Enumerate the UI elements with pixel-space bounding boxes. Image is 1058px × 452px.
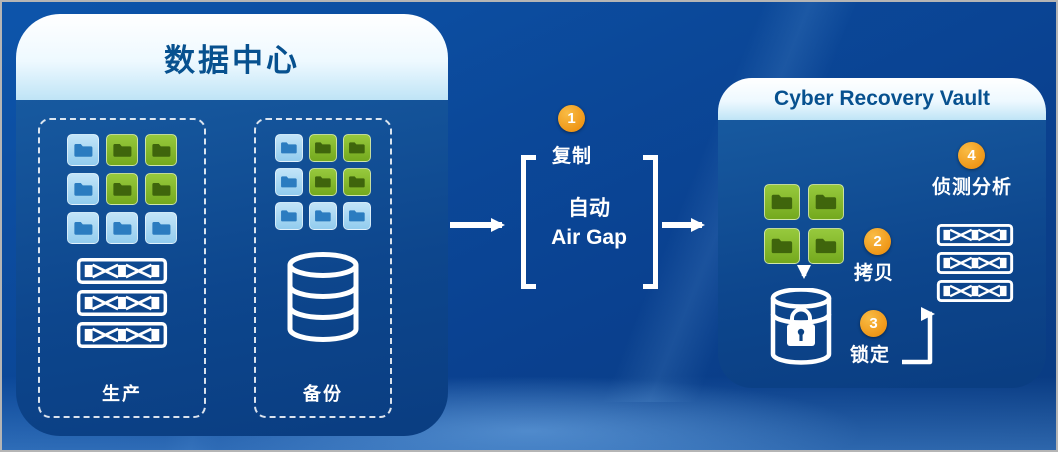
folder-icon — [145, 134, 177, 166]
step-4-badge: 4 — [958, 142, 985, 169]
step-3-badge: 3 — [860, 310, 887, 337]
folder-icon — [67, 173, 99, 205]
right-bracket-icon — [643, 155, 658, 289]
tape-icon — [934, 280, 1016, 302]
vault-body: 2 拷贝 3 锁定 4 侦测分析 — [718, 120, 1046, 388]
step-1-badge: 1 — [558, 105, 585, 132]
datacenter-header: 数据中心 — [16, 14, 448, 100]
vault-header: Cyber Recovery Vault — [718, 78, 1046, 120]
vault-tapes — [934, 224, 1016, 302]
step-4-label: 侦测分析 — [931, 177, 1012, 198]
production-label: 生产 — [102, 384, 142, 404]
folder-icon — [275, 134, 303, 162]
folder-icon — [67, 212, 99, 244]
left-bracket-icon — [521, 155, 536, 289]
airgap-line1: 自动 — [568, 197, 610, 220]
step-2-badge: 2 — [864, 228, 891, 255]
backup-label: 备份 — [303, 384, 343, 404]
folder-icon — [67, 134, 99, 166]
airgap-line2: Air Gap — [551, 226, 627, 249]
folder-icon — [764, 228, 800, 264]
production-tapes — [70, 258, 174, 348]
folder-icon — [808, 228, 844, 264]
folder-icon — [343, 134, 371, 162]
folder-icon — [275, 168, 303, 196]
backup-group: 备份 — [254, 118, 392, 418]
locked-database-icon — [768, 288, 834, 368]
folder-icon — [764, 184, 800, 220]
folder-icon — [106, 212, 138, 244]
database-icon — [285, 252, 361, 344]
production-group: 生产 — [38, 118, 206, 418]
folder-icon — [275, 202, 303, 230]
step-2-label: 拷贝 — [853, 263, 894, 284]
folder-icon — [145, 173, 177, 205]
vault-folder-grid — [764, 184, 844, 264]
step-3-label: 锁定 — [849, 345, 890, 366]
folder-icon — [343, 202, 371, 230]
tape-icon — [934, 252, 1016, 274]
production-folder-grid — [67, 134, 177, 244]
tape-icon — [70, 258, 174, 284]
folder-icon — [106, 134, 138, 166]
vault-title: Cyber Recovery Vault — [774, 87, 990, 110]
airgap-text: 自动 Air Gap — [514, 194, 664, 252]
datacenter-body: 生产 备份 — [16, 100, 448, 436]
folder-icon — [309, 134, 337, 162]
step-1-label: 复制 — [551, 146, 592, 167]
folder-icon — [343, 168, 371, 196]
backup-folder-grid — [275, 134, 371, 230]
tape-icon — [70, 322, 174, 348]
datacenter-title: 数据中心 — [164, 42, 300, 78]
datacenter-panel: 数据中心 生产 — [16, 14, 448, 436]
folder-icon — [309, 168, 337, 196]
folder-icon — [808, 184, 844, 220]
folder-icon — [106, 173, 138, 205]
tape-icon — [70, 290, 174, 316]
tape-icon — [934, 224, 1016, 246]
vault-panel: Cyber Recovery Vault 2 拷贝 — [718, 78, 1046, 388]
folder-icon — [309, 202, 337, 230]
folder-icon — [145, 212, 177, 244]
